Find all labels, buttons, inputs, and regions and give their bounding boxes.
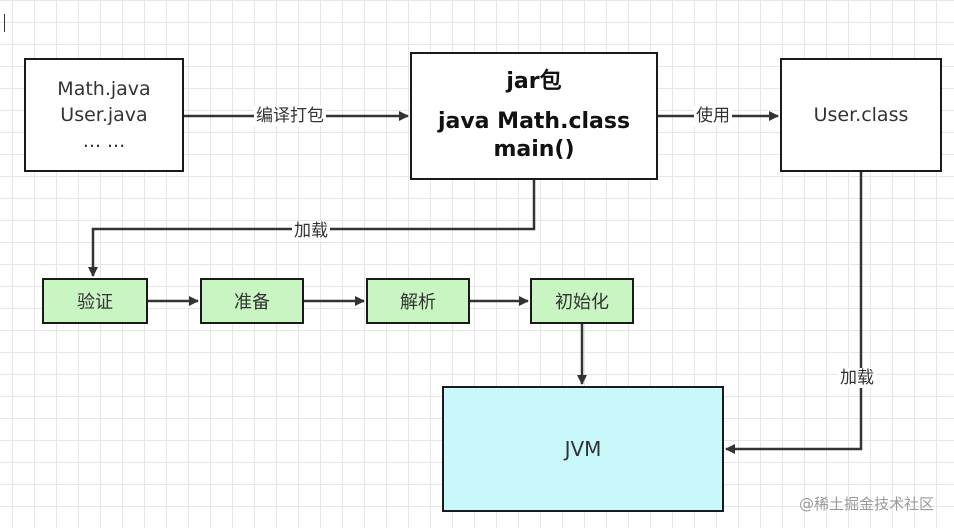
- user-class-label: User.class: [813, 104, 909, 126]
- jar-main: main(): [493, 137, 575, 162]
- edge-load-right: [725, 172, 863, 454]
- jvm-label: JVM: [564, 437, 602, 461]
- load-edge-label-right: 加载: [838, 368, 876, 388]
- jar-title: jar包: [506, 69, 562, 94]
- jvm-box: JVM: [442, 386, 724, 512]
- watermark-text: @稀土掘金技术社区: [798, 495, 934, 513]
- jar-command: java Math.class: [437, 109, 631, 134]
- user-class-box: User.class: [780, 58, 942, 172]
- step-label: 初始化: [555, 292, 609, 313]
- step-prepare-box: 准备: [200, 278, 304, 324]
- step-verify-box: 验证: [42, 278, 148, 324]
- step-label: 验证: [77, 292, 113, 313]
- jar-package-box: jar包 java Math.class main(): [410, 52, 658, 180]
- source-file-line: ... ...: [82, 130, 126, 152]
- step-resolve-box: 解析: [366, 278, 470, 324]
- step-label: 准备: [234, 292, 270, 313]
- step-initialize-box: 初始化: [530, 278, 634, 324]
- source-file-line: User.java: [60, 104, 148, 126]
- load-edge-label-left: 加载: [292, 221, 330, 241]
- text-cursor: [4, 14, 5, 32]
- step-label: 解析: [400, 292, 436, 313]
- source-file-line: Math.java: [57, 78, 151, 100]
- use-edge-label: 使用: [694, 106, 732, 126]
- compile-edge-label: 编译打包: [254, 106, 326, 126]
- source-files-box: Math.java User.java ... ...: [24, 58, 184, 172]
